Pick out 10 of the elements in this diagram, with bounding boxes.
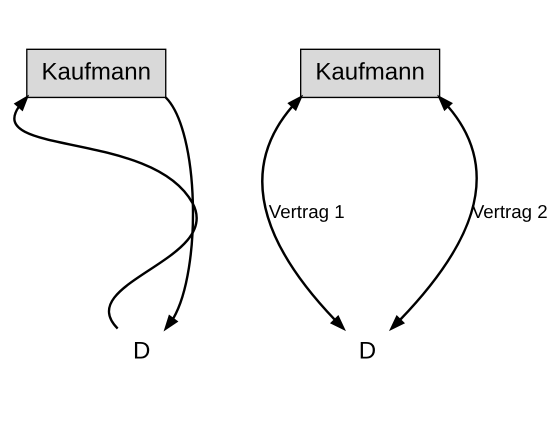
arrow <box>164 96 194 331</box>
edge-label: Vertrag 2 <box>472 200 548 222</box>
node-text: D <box>133 336 150 364</box>
node-text: D <box>358 336 376 364</box>
arrow <box>388 94 478 331</box>
node-box: Kaufmann <box>300 48 440 98</box>
edge-label: Vertrag 1 <box>268 200 345 222</box>
arrow <box>13 94 198 329</box>
node-box: Kaufmann <box>26 48 166 98</box>
arrow <box>261 94 346 331</box>
